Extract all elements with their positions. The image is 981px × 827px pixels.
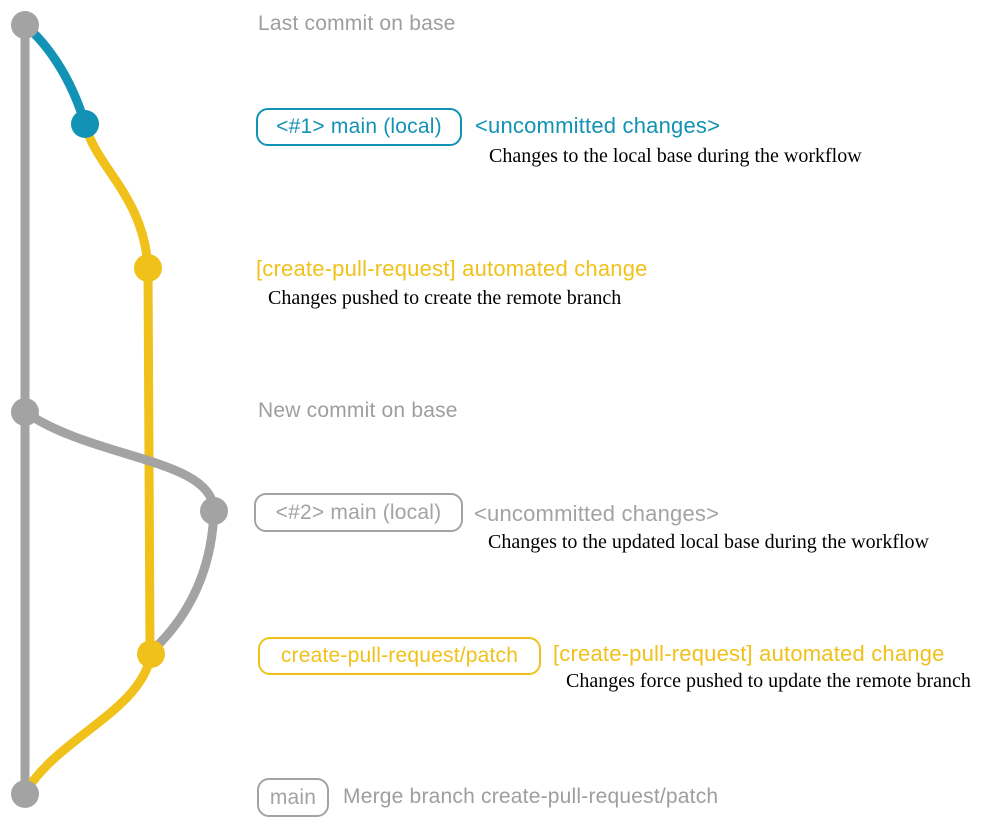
patch-merge-edge [20, 650, 156, 798]
commit-dot-patch-2 [137, 640, 165, 668]
heading-uncommitted-1: <uncommitted changes> [475, 113, 721, 138]
base-update-edge [20, 407, 219, 516]
commit-dot-base-1 [11, 11, 39, 39]
note-uncommitted-2: Changes to the updated local base during… [488, 531, 929, 553]
branch-pill-main-local-1-label: <#1> main (local) [276, 115, 442, 138]
commit-dot-merge [11, 780, 39, 808]
caption-merge: Merge branch create-pull-request/patch [343, 785, 719, 808]
local-main-2-rebase-edge [148, 506, 219, 655]
heading-uncommitted-2: <uncommitted changes> [474, 501, 720, 526]
commit-graph [11, 11, 228, 808]
caption-new-commit: New commit on base [258, 399, 458, 422]
local-main-1-edge [20, 20, 90, 129]
heading-automated-change-1: [create-pull-request] automated change [256, 256, 648, 281]
branch-pill-main-local-1: <#1> main (local) [256, 108, 462, 146]
branch-pill-main-local-2: <#2> main (local) [254, 493, 463, 532]
note-uncommitted-1: Changes to the local base during the wor… [489, 145, 862, 167]
patch-create-edge [80, 119, 153, 273]
commit-dot-local-main-1 [71, 110, 99, 138]
branch-pill-main-label: main [269, 785, 317, 809]
note-automated-change-2: Changes force pushed to update the remot… [566, 670, 971, 692]
caption-last-commit: Last commit on base [258, 12, 456, 35]
branch-pill-main-local-2-label: <#2> main (local) [275, 500, 442, 524]
branch-pill-patch-label: create-pull-request/patch [280, 644, 519, 667]
commit-dot-local-main-2 [200, 497, 228, 525]
note-automated-change-1: Changes pushed to create the remote bran… [268, 287, 622, 309]
commit-dot-base-2 [11, 398, 39, 426]
branch-pill-main: main [257, 778, 329, 817]
commit-dot-patch-1 [134, 254, 162, 282]
heading-automated-change-2: [create-pull-request] automated change [553, 641, 945, 666]
branch-pill-patch: create-pull-request/patch [258, 637, 541, 675]
